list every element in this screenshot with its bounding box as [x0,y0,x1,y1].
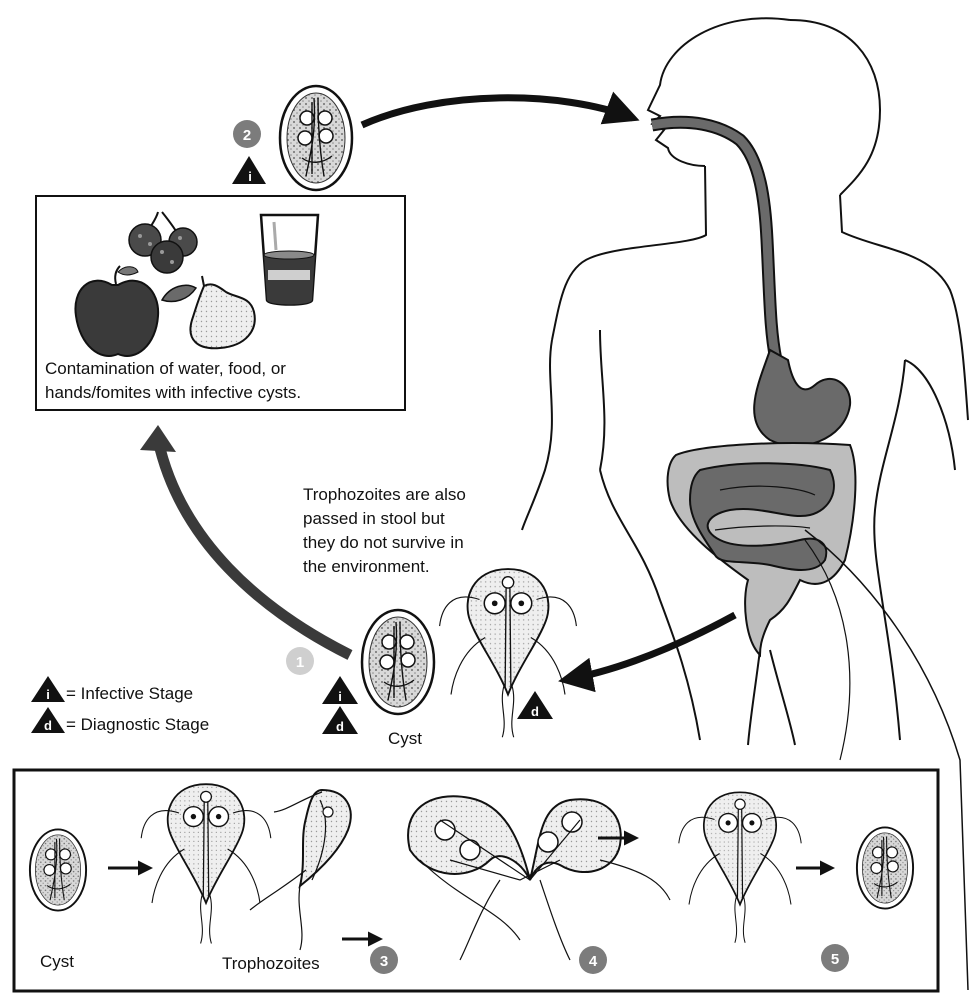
panel-trophozoites-label: Trophozoites [222,954,320,973]
legend-diagnostic-label: = Diagnostic Stage [66,715,209,734]
legend-diagnostic-marker: d [31,707,65,733]
stage-2-badge: 2 [233,120,261,148]
human-body-outline [522,18,968,745]
stage-2-number: 2 [243,127,251,144]
stage-1-number: 1 [296,654,304,671]
intestinal-cycle-panel: Cyst Trophozoites 3 4 [14,770,938,991]
stage-4-number: 4 [589,953,598,970]
infective-cyst-image [280,86,352,190]
panel-cyst-start-image [30,829,86,910]
stool-cyst-image [362,610,434,714]
contamination-arrow-head [140,425,176,452]
stool-trophozoite-diagnostic-marker: d [517,691,553,719]
digestive-tract [652,122,855,655]
legend: i = Infective Stage d = Diagnostic Stage [31,676,209,734]
legend-infective-letter: i [46,687,50,702]
legend-diagnostic-letter: d [44,718,52,733]
contamination-caption-line2: hands/fomites with infective cysts. [45,383,301,402]
excretion-arrow [565,615,735,680]
stool-cyst-diagnostic-letter: d [336,719,344,734]
water-glass-icon [261,215,318,305]
stool-trophozoite-diagnostic-letter: d [531,704,539,719]
stool-trophozoite-image [440,569,577,737]
trophozoite-note-line1: Trophozoites are also [303,485,466,504]
stool-cyst-diagnostic-marker: d [322,706,358,734]
stage-3-badge: 3 [370,946,398,974]
ingestion-arrow [362,98,633,125]
stool-cyst-label: Cyst [388,729,422,748]
panel-cyst-label: Cyst [40,952,74,971]
trophozoite-note-line4: the environment. [303,557,430,576]
stool-cyst-infective-letter: i [338,689,342,704]
stage-4-badge: 4 [579,946,607,974]
infective-marker-stage-2: i [232,156,266,184]
contamination-caption-line1: Contamination of water, food, or [45,359,286,378]
legend-infective-marker: i [31,676,65,702]
stool-cyst-infective-marker: i [322,676,358,704]
stage-1-badge: 1 [286,647,314,675]
stage-5-badge: 5 [821,944,849,972]
trophozoite-note-line2: passed in stool but [303,509,445,528]
stage-3-number: 3 [380,953,388,970]
legend-infective-label: = Infective Stage [66,684,193,703]
panel-cyst-end-image [857,827,913,908]
infective-marker-letter: i [248,169,252,184]
contamination-box: Contamination of water, food, or hands/f… [36,196,405,410]
stage-5-number: 5 [831,951,839,968]
trophozoite-note-line3: they do not survive in [303,533,464,552]
